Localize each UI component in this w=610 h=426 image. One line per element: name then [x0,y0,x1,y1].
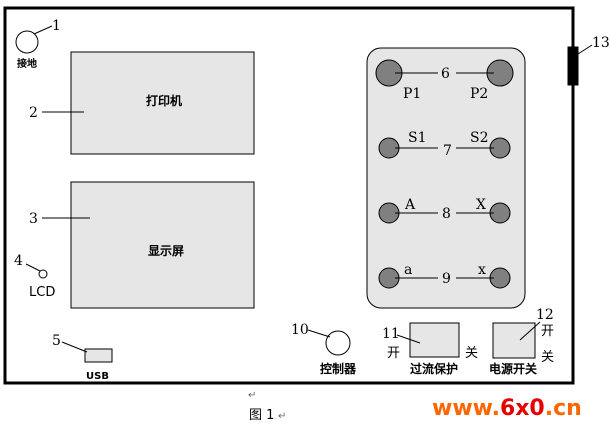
side-connector [567,46,579,86]
label-a-low: a [404,262,412,278]
label-p1: P1 [403,86,421,102]
return-mark-2: ↵ [278,411,286,422]
power-switch [492,322,536,359]
number-2: 2 [29,105,38,121]
power-off: 关 [541,350,554,365]
lcd-label: LCD [29,285,55,300]
return-mark-1: ↵ [248,390,256,401]
overcurrent-on: 开 [387,346,400,361]
leader-4 [25,263,41,272]
watermark: www.6x0.cn [432,396,582,421]
label-x-low: x [478,262,486,278]
display-box [70,181,255,309]
number-6: 6 [441,66,450,82]
usb-label: USB [86,371,109,382]
printer-label: 打印机 [146,93,182,108]
number-12: 12 [536,307,554,323]
power-on: 开 [541,324,554,339]
display-label: 显示屏 [148,244,184,258]
number-13: 13 [592,35,610,51]
overcurrent-off: 关 [465,346,478,361]
number-9: 9 [442,271,451,287]
number-11: 11 [382,326,400,342]
panel-outline [3,6,575,385]
overcurrent-label: 过流保护 [410,361,458,376]
printer-box [70,51,255,155]
leader-10 [307,329,331,338]
number-8: 8 [442,206,451,222]
number-10: 10 [291,322,309,338]
label-x: X [476,197,486,213]
leader-12 [519,321,541,341]
label-s1: S1 [408,130,427,146]
label-a: A [404,197,416,213]
usb-port [84,348,113,363]
number-5: 5 [52,333,61,349]
ground-label: 接地 [17,57,37,70]
number-1: 1 [52,18,61,34]
lcd-indicator [38,269,48,279]
leader-5 [61,341,88,353]
leader-1 [33,25,53,35]
leader-13 [577,44,593,55]
number-3: 3 [29,211,38,227]
ground-terminal [15,30,39,54]
number-7: 7 [443,143,452,159]
overcurrent-switch [409,322,460,358]
power-switch-label: 电源开关 [489,361,537,376]
controller-label: 控制器 [320,361,357,376]
leader-11 [396,334,421,344]
label-p2: P2 [470,86,488,102]
number-4: 4 [14,253,23,269]
terminal-block [366,47,526,309]
figure-caption: 图 1 [249,408,274,423]
label-s2: S2 [470,130,489,146]
controller-knob [325,330,351,356]
